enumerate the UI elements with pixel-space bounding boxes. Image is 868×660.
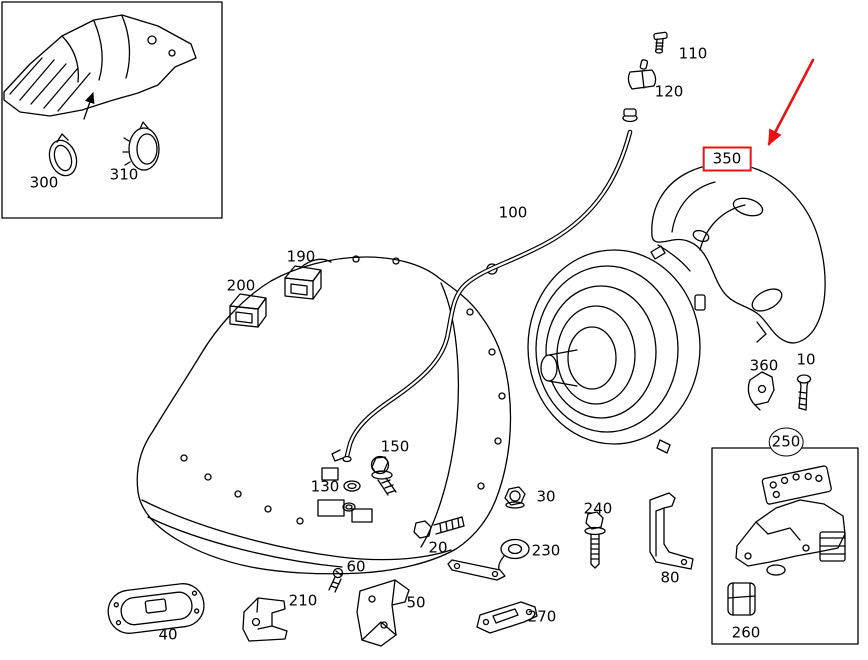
part-310-drawing <box>122 121 160 171</box>
part-110-drawing <box>653 31 668 54</box>
part-label-60: 60 <box>346 557 366 576</box>
highlight-arrow <box>767 58 815 146</box>
part-30-drawing <box>504 486 526 509</box>
part-270-drawing <box>476 601 538 634</box>
part-240-drawing <box>584 511 606 569</box>
part-260-drawing <box>727 582 756 616</box>
part-210-drawing <box>242 597 288 642</box>
transmission-body-drawing <box>136 255 512 575</box>
part-250-drawing <box>735 465 846 576</box>
part-label-240: 240 <box>583 499 613 518</box>
part-label-300: 300 <box>29 173 59 192</box>
torque-converter-drawing <box>527 245 706 454</box>
part-230-drawing <box>447 538 530 581</box>
part-label-270: 270 <box>527 607 557 626</box>
part-label-360: 360 <box>749 356 779 375</box>
part-label-120: 120 <box>654 82 684 101</box>
part-label-80: 80 <box>660 568 680 587</box>
part-label-230: 230 <box>531 541 561 560</box>
part-150-drawing <box>370 455 397 496</box>
case-fragment-drawing <box>3 14 197 117</box>
part-190-drawing <box>284 265 322 300</box>
part-130-drawing <box>342 480 361 512</box>
part-60-drawing <box>328 567 344 593</box>
part-label-200: 200 <box>226 276 256 295</box>
part-80-drawing <box>649 492 694 570</box>
part-label-40: 40 <box>158 625 178 644</box>
part-label-210: 210 <box>288 591 318 610</box>
part-label-110: 110 <box>678 44 708 63</box>
inset-pointer-arrow <box>83 92 95 120</box>
part-120-drawing <box>627 59 657 90</box>
part-label-30: 30 <box>536 487 556 506</box>
detail-inset-box <box>1 1 223 219</box>
part-label-190: 190 <box>286 247 316 266</box>
part-label-250-circled: 250 <box>768 427 804 457</box>
part-200-drawing <box>229 293 267 328</box>
part-label-150: 150 <box>380 437 410 456</box>
part-label-130: 130 <box>310 477 340 496</box>
part-label-310: 310 <box>109 165 139 184</box>
part-label-50: 50 <box>406 593 426 612</box>
part-20-drawing <box>413 516 465 539</box>
part-350-drawing <box>651 162 826 344</box>
part-50-drawing <box>356 579 410 647</box>
part-label-350-highlighted: 350 <box>702 146 752 172</box>
part-300-drawing <box>48 133 78 177</box>
part-100-filler-tube-drawing <box>331 108 638 463</box>
part-label-100: 100 <box>498 203 528 222</box>
part-40-drawing <box>107 583 205 634</box>
part-label-260: 260 <box>731 623 761 642</box>
part-label-10: 10 <box>796 350 816 369</box>
part-360-drawing <box>747 371 775 411</box>
part-10-drawing <box>796 374 812 411</box>
part-label-20: 20 <box>428 538 448 557</box>
